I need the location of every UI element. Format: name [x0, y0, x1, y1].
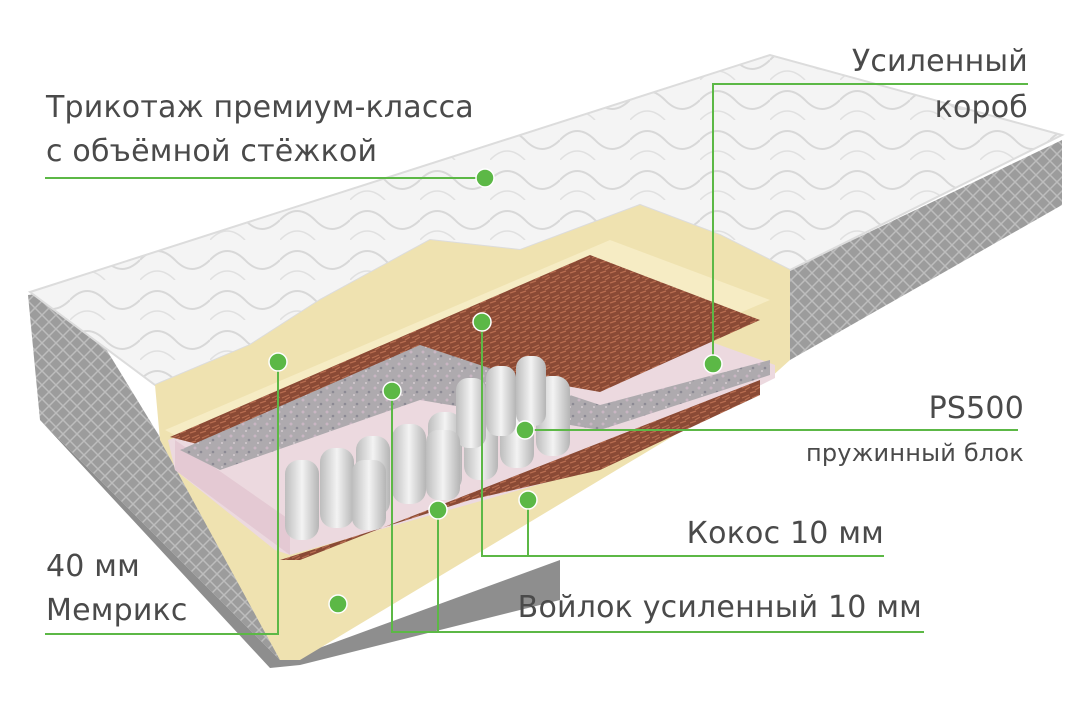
pink-foam-front: [175, 440, 290, 555]
mattress-side-front: [28, 290, 290, 660]
label-knit-line1: Трикотаж премиум-класса: [46, 90, 474, 125]
dot-coconut-bottom: [518, 490, 538, 510]
dot-knit: [475, 168, 495, 188]
spring-block: [285, 356, 570, 540]
label-knit-line2: с объёмной стёжкой: [46, 134, 378, 169]
callout-line-memorix: [45, 362, 279, 635]
dot-memorix-bottom: [328, 594, 348, 614]
dot-memorix-top: [268, 352, 288, 372]
dot-coconut-top: [472, 312, 492, 332]
dot-box: [703, 354, 723, 374]
dot-ps500: [515, 420, 535, 440]
label-ps500-sub: пружинный блок: [805, 439, 1024, 467]
label-felt: Войлок усиленный 10 мм: [517, 590, 922, 625]
label-coconut: Кокос 10 мм: [686, 516, 884, 551]
label-box-line1: Усиленный: [851, 44, 1028, 79]
dot-felt-top: [382, 381, 402, 401]
mattress-side-right: [790, 140, 1062, 360]
callout-line-felt: [391, 391, 924, 633]
callout-line-box: [712, 83, 1028, 364]
callout-lines: [45, 83, 1028, 635]
callout-dots: [268, 168, 723, 614]
label-memorix-line1: 40 мм: [46, 549, 140, 584]
label-ps500-title: PS500: [928, 391, 1024, 426]
label-memorix-line2: Мемрикс: [46, 593, 188, 628]
dot-felt-bottom: [428, 500, 448, 520]
label-box-line2: короб: [934, 90, 1028, 125]
